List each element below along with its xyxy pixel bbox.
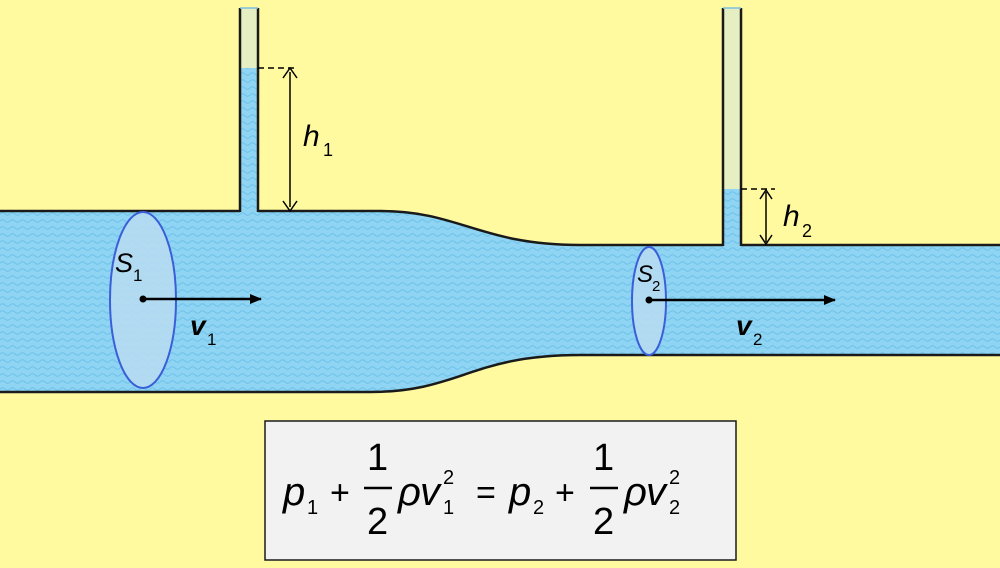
equation-box [264,420,737,561]
eq-frac2-num: 1 [593,437,614,479]
eq-frac1-den: 2 [367,501,388,543]
v2-subscript: 2 [753,330,762,349]
eq-equals: = [476,474,496,512]
s2-label: S [637,261,653,288]
piezometer-tube-1 [238,7,260,213]
eq-p1-subscript: 1 [307,497,318,519]
eq-rho-2: ρ [623,470,647,514]
v1-label: v [190,310,207,341]
eq-v1-exponent: 2 [443,467,454,489]
h2-subscript: 2 [802,221,812,241]
pipe-bottom-wall [0,353,1000,394]
eq-rho-1: ρ [397,470,421,514]
eq-p2: p [508,470,531,514]
height-h2-dimension [741,188,775,246]
s1-subscript: 1 [133,266,142,285]
eq-frac2-den: 2 [593,501,614,543]
pipe-top-wall [0,209,1000,247]
height-h1-dimension [258,66,298,213]
h1-label: h [303,120,320,153]
pipe-water [0,211,1000,392]
v1-subscript: 1 [207,330,216,349]
s2-subscript: 2 [652,278,660,295]
eq-p1: p [282,470,305,514]
eq-v2-exponent: 2 [669,467,680,489]
s1-label: S [115,248,133,278]
eq-v1: v [420,470,442,514]
piezometer-tube-2 [721,7,743,247]
v2-label: v [736,310,753,341]
eq-plus-2: + [555,474,575,512]
eq-plus-1: + [330,474,350,512]
eq-p2-subscript: 2 [533,497,544,519]
eq-v2-subscript: 2 [669,497,680,519]
h2-label: h [783,200,800,233]
h1-subscript: 1 [323,140,333,160]
eq-v2: v [646,470,668,514]
eq-v1-subscript: 1 [443,497,454,519]
eq-frac1-num: 1 [367,437,388,479]
